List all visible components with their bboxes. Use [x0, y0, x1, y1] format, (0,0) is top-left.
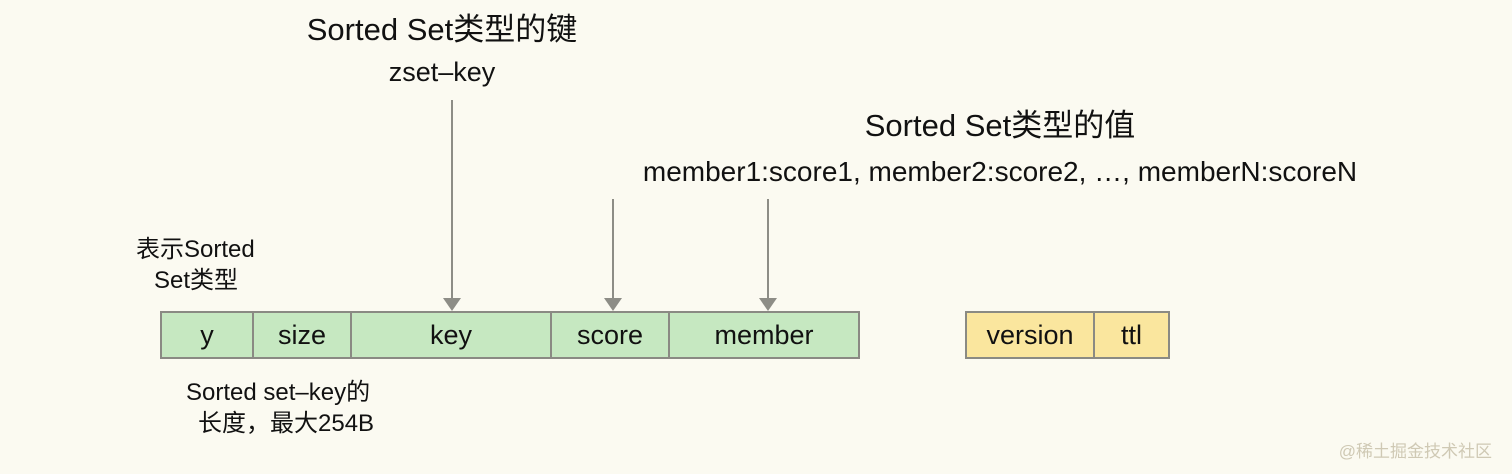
- size-marker-line-1: Sorted set–key的: [186, 379, 371, 406]
- field-cell-size: size: [252, 311, 352, 359]
- field-cell-member: member: [668, 311, 860, 359]
- arrow-head-member: [759, 298, 777, 311]
- metadata-field-row: version ttl: [965, 311, 1170, 359]
- type-marker-line-2: Set类型: [154, 267, 239, 295]
- key-callout-title: Sorted Set类型的键: [306, 12, 578, 47]
- sorted-set-field-row: y size key score member: [160, 311, 860, 359]
- field-cell-label: key: [429, 319, 473, 350]
- value-callout-subtitle: member1:score1, member2:score2, …, membe…: [642, 155, 1358, 187]
- watermark: @稀土掘金技术社区: [1338, 442, 1492, 461]
- value-callout: Sorted Set类型的值 member1:score1, member2:s…: [560, 108, 1440, 188]
- arrow-head-score: [604, 298, 622, 311]
- arrow-line-member: [767, 199, 769, 298]
- arrow-head-key: [443, 298, 461, 311]
- meta-cell-label: version: [986, 319, 1074, 350]
- meta-cell-ttl: ttl: [1093, 311, 1170, 359]
- arrow-line-score: [612, 199, 614, 298]
- field-cell-score: score: [550, 311, 670, 359]
- field-cell-y: y: [160, 311, 254, 359]
- field-cell-label: member: [714, 319, 814, 350]
- key-callout-subtitle: zset–key: [388, 56, 496, 87]
- meta-cell-label: ttl: [1120, 319, 1142, 350]
- field-cell-label: score: [576, 319, 644, 350]
- size-marker-line-2: 长度，最大254B: [198, 410, 375, 438]
- arrow-line-key: [451, 100, 453, 298]
- key-callout: Sorted Set类型的键 zset–key: [0, 12, 884, 88]
- type-marker-annotation: 表示Sorted Set类型: [136, 234, 255, 296]
- field-cell-key: key: [350, 311, 552, 359]
- size-marker-annotation: Sorted set–key的 长度，最大254B: [186, 377, 374, 439]
- value-callout-title: Sorted Set类型的值: [864, 108, 1136, 143]
- type-marker-line-1: 表示Sorted: [136, 236, 255, 263]
- meta-cell-version: version: [965, 311, 1095, 359]
- field-cell-label: size: [277, 319, 326, 350]
- field-cell-label: y: [200, 319, 214, 350]
